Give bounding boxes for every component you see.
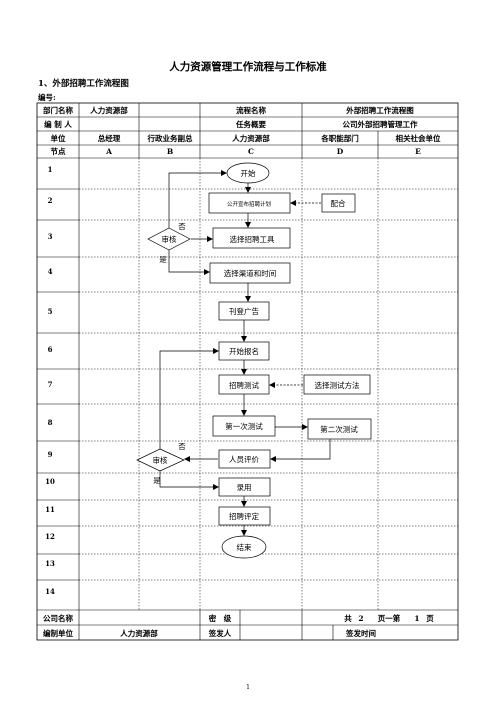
issue-time-label: 签发时间 — [345, 628, 376, 638]
assess-box — [218, 506, 271, 526]
assess-text: 招聘评定 — [229, 511, 259, 521]
unit-col-a: 总经理 — [98, 133, 121, 143]
page-suffix: 页 — [426, 614, 434, 623]
hire-text: 录用 — [237, 483, 252, 492]
author-label: 编 制 人 — [44, 119, 72, 129]
dept-name-value: 人力资源部 — [90, 105, 128, 115]
row-number: 4 — [48, 267, 53, 276]
second-test-box — [307, 418, 372, 440]
company-label: 公司名称 — [43, 613, 73, 623]
plan-text: 公开宣布招聘计划 — [227, 200, 271, 208]
hire-box — [218, 477, 271, 497]
code-label: 编号: — [38, 93, 56, 102]
node-col-e: E — [415, 147, 421, 156]
row-number: 9 — [48, 450, 53, 459]
review-text-1: 审核 — [162, 234, 177, 244]
row-number: 11 — [45, 505, 55, 514]
no-label-1: 否 — [178, 222, 186, 231]
compile-unit-label: 编制单位 — [43, 628, 73, 638]
compile-unit-value: 人力资源部 — [120, 628, 158, 638]
unit-col-c: 人力资源部 — [232, 133, 270, 143]
total-label: 共 — [344, 613, 352, 623]
node-col-a: A — [105, 147, 112, 156]
cooperate-box — [321, 193, 356, 213]
table-border — [36, 102, 459, 641]
row-number: 12 — [45, 532, 55, 541]
evaluate-text: 人员评价 — [229, 455, 259, 464]
flow-name-label: 流程名称 — [236, 105, 266, 115]
row-number: 1 — [48, 165, 53, 174]
unit-col-d: 各职能部门 — [320, 133, 359, 143]
unit-col-b: 行政业务副总 — [147, 133, 193, 143]
task-summary-label: 任务概要 — [235, 119, 266, 129]
row-number: 6 — [48, 345, 53, 354]
first-test-text: 第一次测试 — [225, 421, 263, 431]
unit-col-e: 相关社会单位 — [396, 133, 441, 143]
issuer-label: 签发人 — [208, 628, 232, 638]
node-label: 节点 — [51, 146, 66, 156]
channel-box — [209, 262, 291, 284]
test-text: 招聘测试 — [229, 380, 259, 390]
tools-box — [212, 227, 291, 249]
signup-text: 开始报名 — [229, 346, 259, 356]
unit-label: 单位 — [51, 133, 66, 143]
row-number: 13 — [45, 559, 55, 568]
end-node — [221, 535, 267, 559]
yes-label-2: 是 — [153, 476, 161, 485]
row-number: 2 — [48, 196, 53, 205]
page-label: 页一第 — [378, 613, 401, 623]
method-text: 选择测试方法 — [315, 380, 360, 390]
second-test-text: 第二次测试 — [320, 424, 358, 434]
node-col-b: B — [167, 147, 173, 156]
dept-name-label: 部门名称 — [43, 105, 73, 115]
flow-name-value: 外部招聘工作流程图 — [346, 105, 414, 115]
total-pages: 2 — [358, 614, 363, 623]
no-label-2: 否 — [178, 442, 186, 451]
channel-text: 选择渠道和时间 — [224, 268, 277, 278]
end-text: 结束 — [237, 542, 252, 552]
section-title: 1、外部招聘工作流程图 — [38, 79, 129, 89]
start-text: 开始 — [241, 168, 256, 178]
page-number: 1 — [246, 684, 250, 691]
row-number: 7 — [48, 380, 53, 389]
row-number: 8 — [48, 418, 53, 427]
first-test-box — [212, 415, 276, 437]
document-title: 人力资源管理工作流程与工作标准 — [169, 61, 327, 73]
node-col-d: D — [337, 147, 344, 156]
page-num: 1 — [414, 614, 419, 623]
row-number: 14 — [45, 587, 55, 596]
yes-label-1: 是 — [159, 255, 167, 264]
node-col-c: C — [248, 147, 254, 156]
cooperate-text: 配合 — [331, 198, 346, 208]
method-box — [303, 374, 371, 395]
ad-text: 刊登广告 — [229, 306, 259, 316]
row-number: 10 — [45, 477, 55, 486]
row-number: 5 — [48, 307, 53, 316]
secret-level-label: 密 级 — [209, 613, 232, 623]
review-text-2: 审核 — [153, 455, 168, 465]
tools-text: 选择招聘工具 — [230, 234, 275, 244]
row-number: 3 — [48, 232, 53, 241]
task-summary-value: 公司外部招聘管理工作 — [343, 119, 418, 129]
